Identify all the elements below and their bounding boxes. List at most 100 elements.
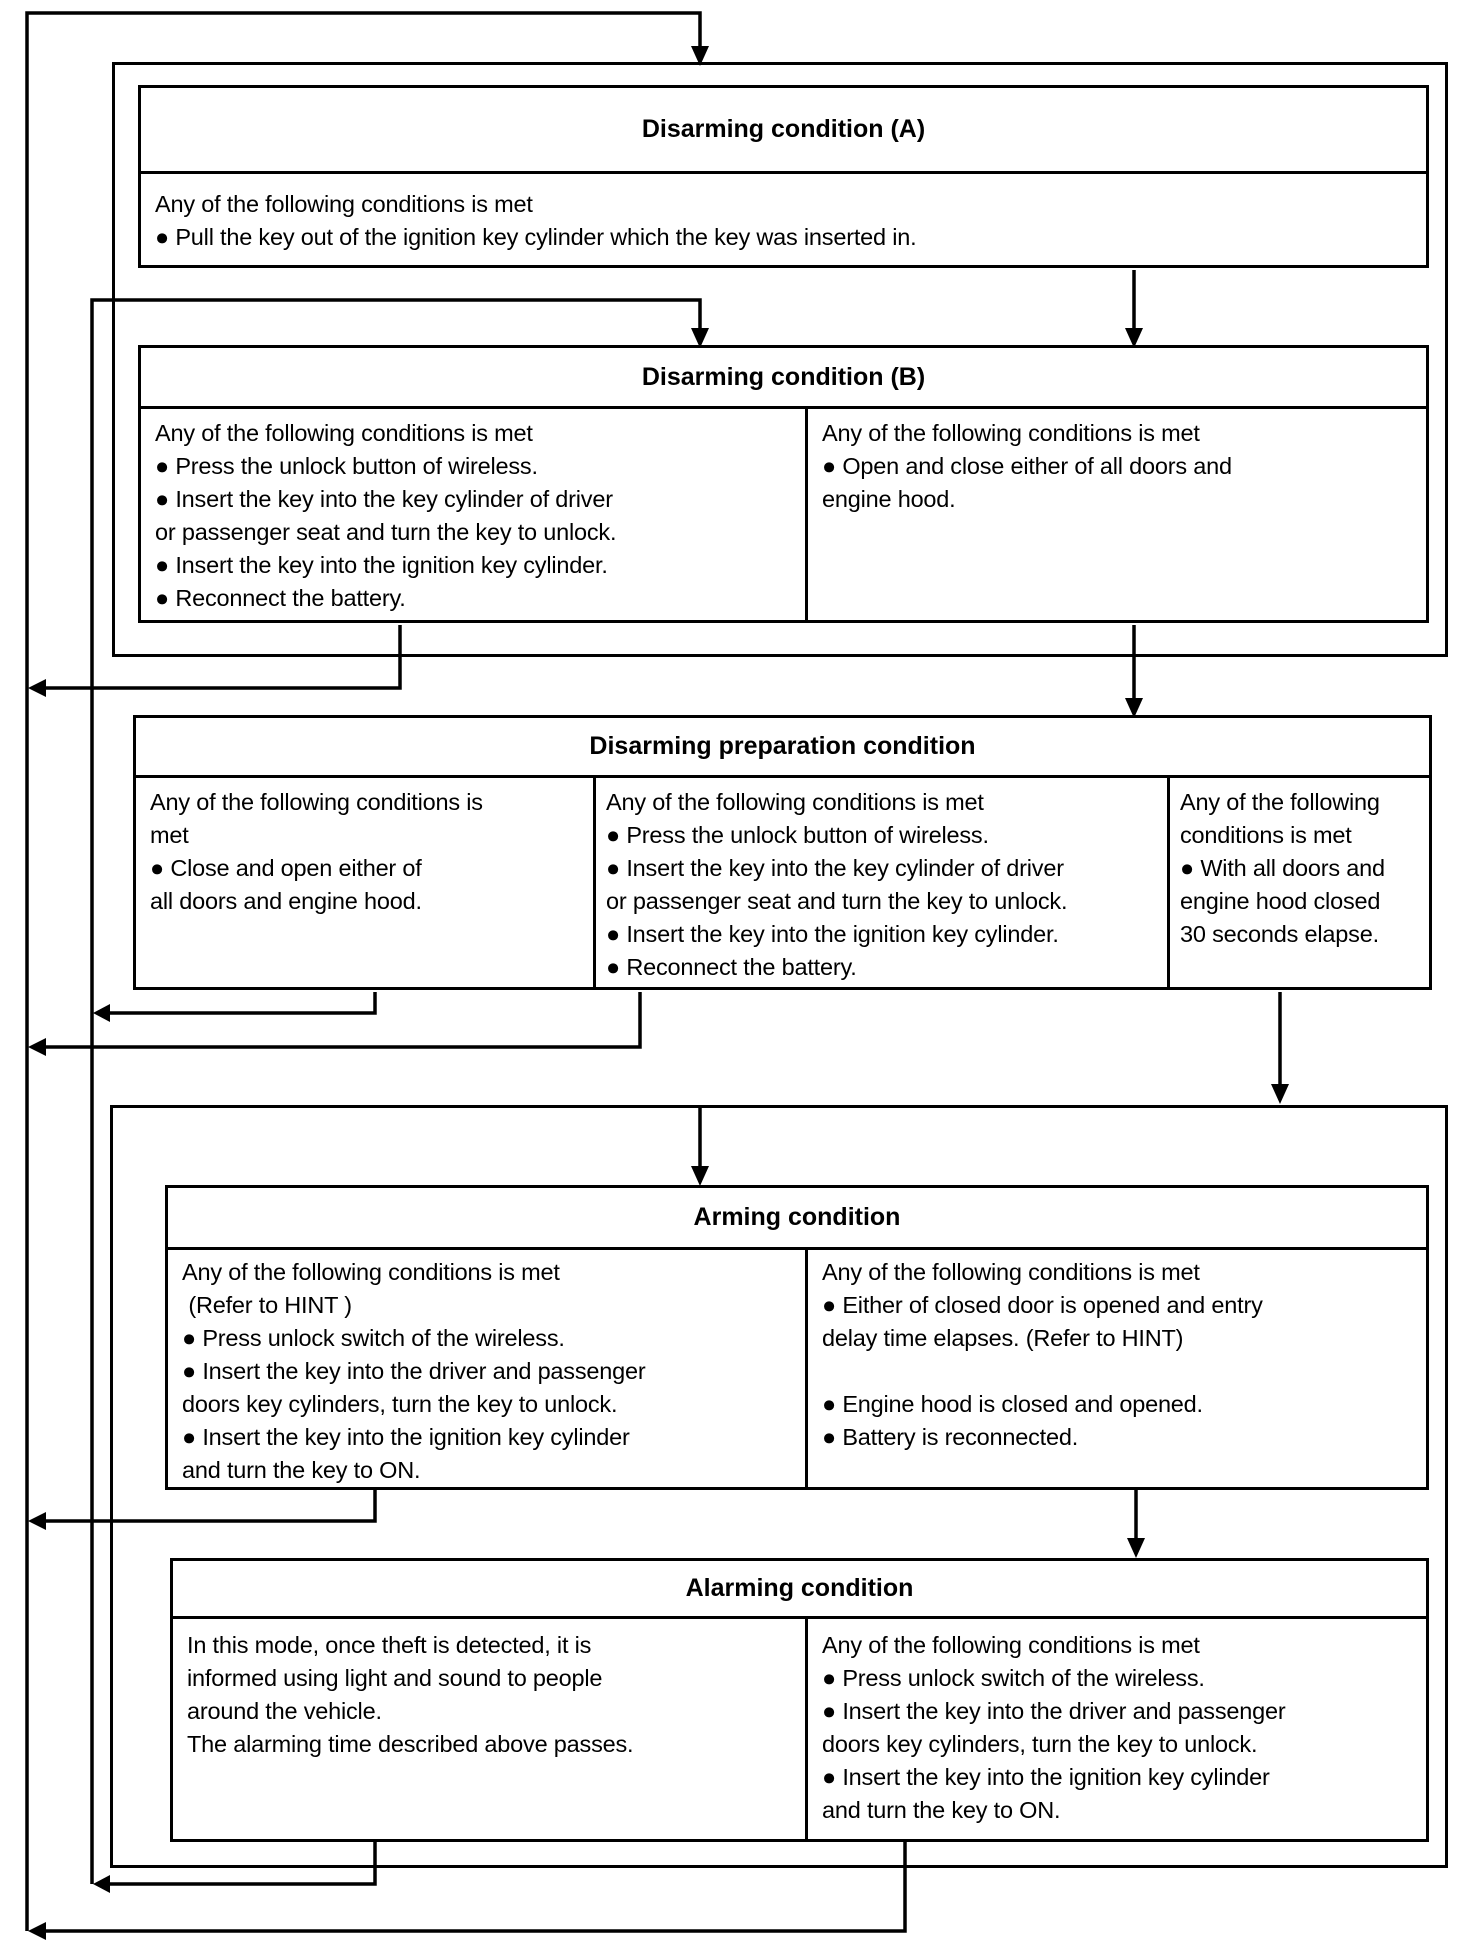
- arrow-into-b-left: [691, 328, 709, 348]
- text-line: Any of the following conditions is met: [155, 420, 533, 446]
- text-line: or passenger seat and turn the key to un…: [606, 888, 1068, 914]
- arrow-arming-feedback: [28, 1512, 46, 1530]
- text-line: all doors and engine hood.: [150, 888, 422, 914]
- text-line: ● Press unlock switch of the wireless.: [182, 1325, 565, 1351]
- arrow-alarming-feedback-outer: [28, 1922, 46, 1940]
- disarming-prep-col1-cell: Any of the following conditions is met ● C…: [136, 778, 593, 987]
- text-line: ● Battery is reconnected.: [822, 1424, 1079, 1450]
- arrowheads: [28, 46, 1289, 1940]
- alarming-feedback-inner: [110, 1842, 377, 1886]
- text-line: ● Insert the key into the driver and pas…: [822, 1698, 1286, 1724]
- text-line: [187, 1761, 795, 1794]
- arrow-into-b-right: [1125, 328, 1143, 348]
- disarming-prep-col3-cell: Any of the following conditions is met ● W…: [1167, 778, 1429, 987]
- alarming-right-cell: Any of the following conditions is met ● …: [805, 1619, 1426, 1839]
- arrow-into-alarming-box: [1127, 1538, 1145, 1558]
- arming-title-text: Arming condition: [693, 1203, 901, 1231]
- text-line: Any of the following conditions is met: [155, 191, 533, 217]
- rail-left-inner: [90, 298, 702, 1884]
- text-line: ● Close and open either of: [150, 855, 422, 881]
- text-line: [822, 1355, 1416, 1388]
- arrow-into-arming-container: [1271, 1084, 1289, 1104]
- alarming-title: Alarming condition: [173, 1561, 1426, 1619]
- arming-title: Arming condition: [168, 1188, 1426, 1250]
- text-line: (Refer to HINT ): [182, 1292, 352, 1318]
- text-line: met: [150, 822, 189, 848]
- disarming-b-left-cell: Any of the following conditions is met ● …: [141, 409, 805, 620]
- text-line: Any of the following conditions is met: [182, 1259, 560, 1285]
- text-line: around the vehicle.: [187, 1698, 382, 1724]
- text-line: ● Insert the key into the ignition key c…: [606, 921, 1059, 947]
- text-line: ● Open and close either of all doors and: [822, 453, 1232, 479]
- text-line: ● Insert the key into the ignition key c…: [155, 552, 608, 578]
- text-line: ● Either of closed door is opened and en…: [822, 1292, 1263, 1318]
- arrow-alarming-feedback-inner: [93, 1875, 110, 1893]
- arrow-into-prep: [1125, 698, 1143, 718]
- disarming-prep-title-text: Disarming preparation condition: [589, 732, 976, 760]
- disarming-prep-title: Disarming preparation condition: [136, 718, 1429, 778]
- text-line: doors key cylinders, turn the key to unl…: [822, 1731, 1258, 1757]
- b-feedback: [46, 625, 402, 690]
- rail-left-outer: [25, 11, 702, 1931]
- disarming-b-title: Disarming condition (B): [141, 348, 1426, 409]
- text-line: delay time elapses. (Refer to HINT): [822, 1325, 1184, 1351]
- arrow-b-feedback: [28, 679, 46, 697]
- text-line: ● Insert the key into the ignition key c…: [182, 1424, 630, 1450]
- text-line: Any of the following conditions is met: [822, 1632, 1200, 1658]
- text-line: doors key cylinders, turn the key to unl…: [182, 1391, 618, 1417]
- disarming-b-box: Disarming condition (B) Any of the follo…: [138, 345, 1429, 623]
- disarming-a-title-text: Disarming condition (A): [641, 115, 926, 143]
- disarming-prep-box: Disarming preparation condition Any of t…: [133, 715, 1432, 990]
- text-line: ● Insert the key into the key cylinder o…: [155, 486, 613, 512]
- text-line: Any of the following conditions is met: [822, 420, 1200, 446]
- text-line: 30 seconds elapse.: [1180, 921, 1379, 947]
- prep-feedback-inner: [110, 992, 377, 1015]
- alarming-feedback-outer: [46, 1842, 907, 1933]
- text-line: Any of the following conditions is met: [606, 789, 984, 815]
- arming-feedback: [46, 1490, 377, 1523]
- disarming-b-title-text: Disarming condition (B): [641, 362, 926, 391]
- text-line: Any of the following conditions is: [150, 789, 483, 815]
- text-line: ● Engine hood is closed and opened.: [822, 1391, 1203, 1417]
- alarming-box: Alarming condition In this mode, once th…: [170, 1558, 1429, 1842]
- text-line: engine hood closed: [1180, 888, 1381, 914]
- disarming-b-right-cell: Any of the following conditions is met ● …: [805, 409, 1426, 620]
- arming-left-cell: Any of the following conditions is met (…: [168, 1250, 805, 1487]
- text-line: ● Reconnect the battery.: [155, 585, 406, 611]
- disarming-group-container: [112, 62, 1448, 657]
- text-line: Any of the following conditions is met: [822, 1259, 1200, 1285]
- arming-right-cell: Any of the following conditions is met ● …: [805, 1250, 1426, 1487]
- arrow-prep-feedback-outer: [28, 1038, 46, 1056]
- text-line: ● Insert the key into the key cylinder o…: [606, 855, 1064, 881]
- disarming-a-body: Any of the following conditions is met ● …: [141, 174, 1426, 265]
- text-line: ● Press unlock switch of the wireless.: [822, 1665, 1205, 1691]
- text-line: engine hood.: [822, 486, 956, 512]
- text-line: Any of the following: [1180, 789, 1380, 815]
- disarming-a-title: Disarming condition (A): [141, 88, 1426, 174]
- arrow-into-disarm-container: [691, 46, 709, 66]
- text-line: conditions is met: [1180, 822, 1352, 848]
- text-line: and turn the key to ON.: [822, 1797, 1061, 1823]
- arrow-into-arming-box: [691, 1166, 709, 1186]
- alarming-title-text: Alarming condition: [685, 1574, 914, 1602]
- prep-feedback-outer: [46, 992, 642, 1049]
- disarming-a-box: Disarming condition (A) Any of the follo…: [138, 85, 1429, 268]
- text-line: or passenger seat and turn the key to un…: [155, 519, 617, 545]
- text-line: ● Reconnect the battery.: [606, 954, 857, 980]
- text-line: and turn the key to ON.: [182, 1457, 421, 1483]
- text-line: ● Pull the key out of the ignition key c…: [155, 224, 917, 250]
- text-line: In this mode, once theft is detected, it…: [187, 1632, 592, 1658]
- text-line: ● Press the unlock button of wireless.: [155, 453, 538, 479]
- text-line: informed using light and sound to people: [187, 1665, 603, 1691]
- text-line: ● Insert the key into the driver and pas…: [182, 1358, 646, 1384]
- alarming-left-cell: In this mode, once theft is detected, it…: [173, 1619, 805, 1839]
- text-line: ● Press the unlock button of wireless.: [606, 822, 989, 848]
- disarming-prep-col2-cell: Any of the following conditions is met ● …: [593, 778, 1167, 987]
- arrow-prep-feedback-inner: [93, 1004, 110, 1022]
- arming-box: Arming condition Any of the following co…: [165, 1185, 1429, 1490]
- text-line: ● With all doors and: [1180, 855, 1385, 881]
- arming-group-container: [110, 1105, 1448, 1868]
- text-line: ● Insert the key into the ignition key c…: [822, 1764, 1270, 1790]
